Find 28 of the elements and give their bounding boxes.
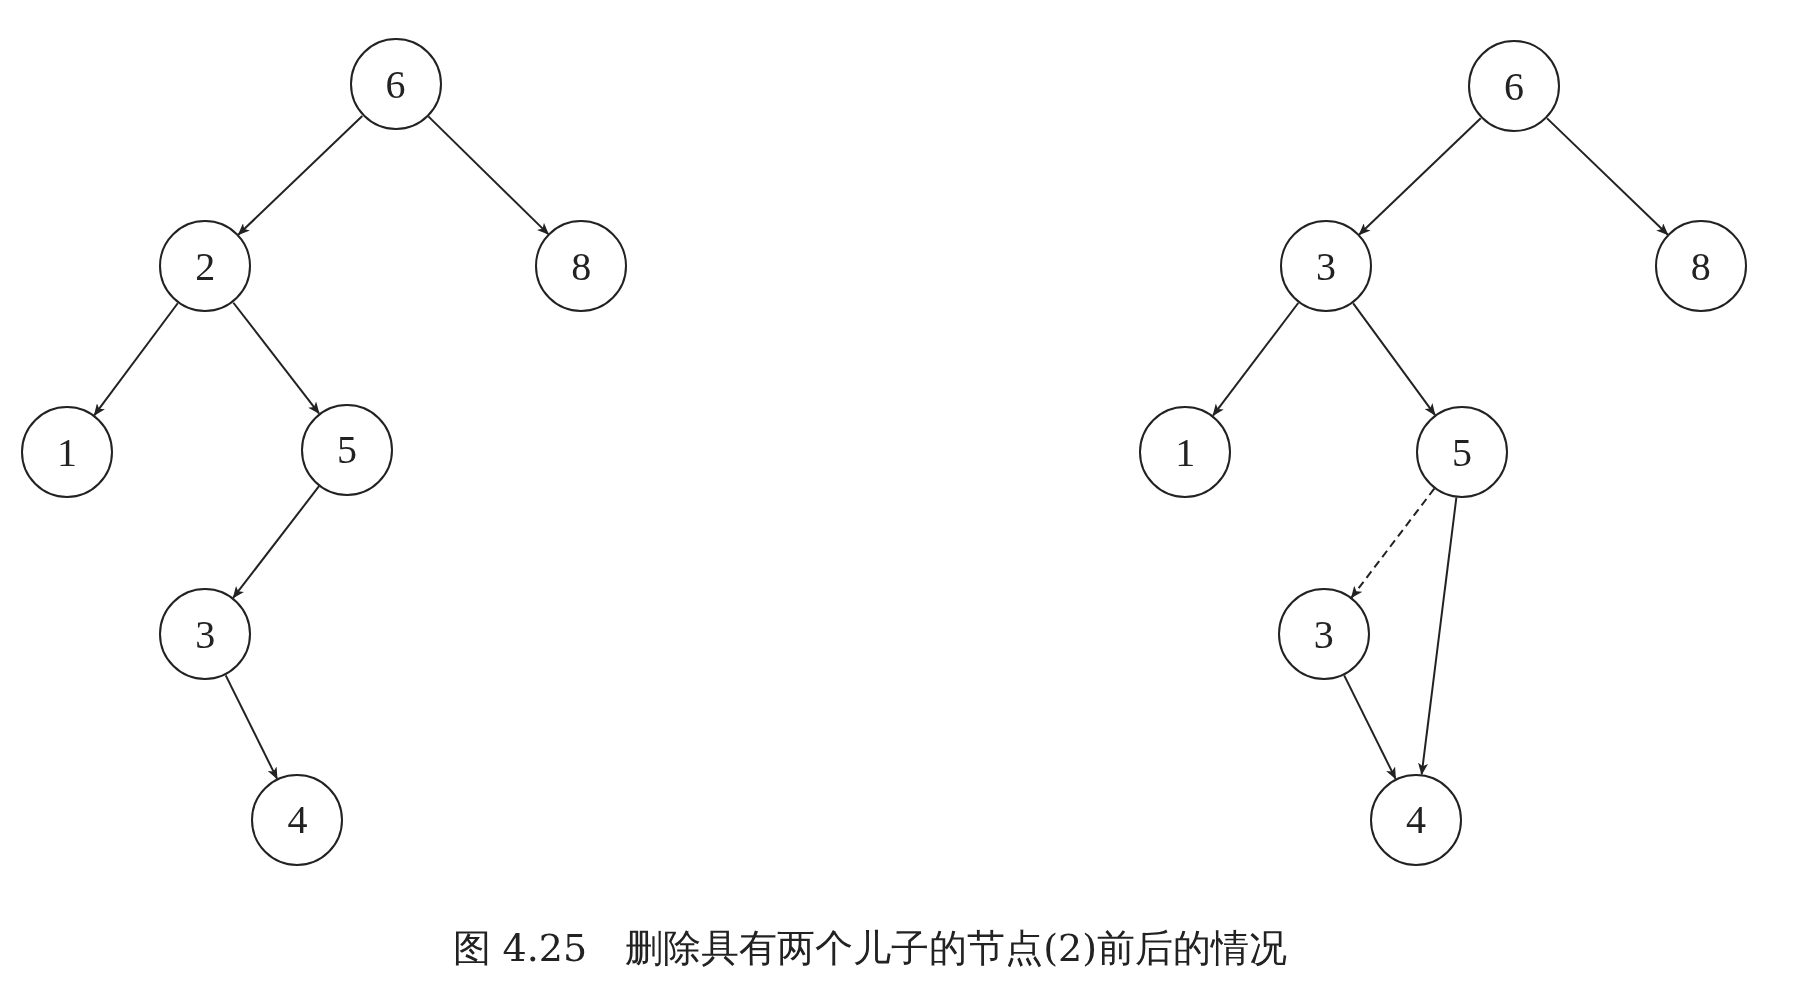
arrow [1352,302,1436,416]
tree-node-circle: 8 [535,220,628,313]
tree-node-circle: 5 [301,403,394,496]
tree-node-circle: 4 [1369,773,1462,866]
arrow [1343,674,1397,780]
arrow [232,485,321,599]
tree-node-circle: 8 [1654,220,1747,313]
figure-caption: 图 4.25 删除具有两个儿子的节点(2)前后的情况 [452,924,1287,972]
arrow [1350,487,1436,599]
tree-node-circle: 1 [20,406,113,498]
arrow [224,674,278,780]
tree-node-circle: 6 [349,38,442,131]
tree-node-circle: 5 [1416,406,1509,498]
tree-node-circle: 6 [1467,40,1560,133]
tree-node-circle: 2 [159,220,252,313]
tree-node-circle: 1 [1139,406,1232,498]
arrow [1546,117,1669,236]
arrow [1358,117,1482,236]
arrow [237,115,364,236]
tree-node-circle: 4 [251,773,344,866]
tree-node-circle: 3 [1277,588,1370,681]
arrow [232,301,320,415]
arrow [93,302,179,417]
arrow [1418,496,1458,776]
arrow [427,115,550,236]
arrow [1212,302,1300,417]
tree-node-circle: 3 [159,588,252,681]
tree-node-circle: 3 [1280,220,1372,313]
